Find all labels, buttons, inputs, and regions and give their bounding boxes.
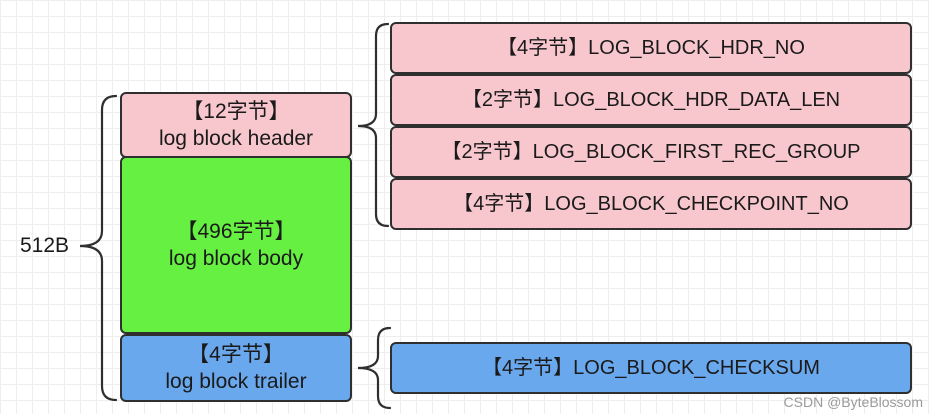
log-block-trailer-size: 【4字节】 xyxy=(188,342,284,366)
header-field-hdr-no: 【4字节】LOG_BLOCK_HDR_NO xyxy=(390,22,912,74)
header-field-first-rec-group: 【2字节】LOG_BLOCK_FIRST_REC_GROUP xyxy=(390,126,912,178)
log-block-header-name: log block header xyxy=(158,127,314,150)
header-field-label: 【4字节】LOG_BLOCK_HDR_NO xyxy=(497,37,805,59)
total-size-brace xyxy=(79,94,118,402)
log-block-trailer: 【4字节】 log block trailer xyxy=(120,334,352,402)
header-fields-brace xyxy=(357,22,390,228)
watermark: CSDN @ByteBlossom xyxy=(783,394,923,410)
log-block-body-name: log block body xyxy=(168,247,304,270)
log-block-trailer-name: log block trailer xyxy=(165,370,307,393)
log-block-body-size: 【496字节】 xyxy=(176,219,296,243)
header-field-checkpoint-no: 【4字节】LOG_BLOCK_CHECKPOINT_NO xyxy=(390,178,912,230)
trailer-field-label: 【4字节】LOG_BLOCK_CHECKSUM xyxy=(482,357,820,379)
header-field-label: 【4字节】LOG_BLOCK_CHECKPOINT_NO xyxy=(453,193,849,215)
log-block-header-size: 【12字节】 xyxy=(182,99,290,123)
total-size-label: 512B xyxy=(20,234,70,257)
log-block-header: 【12字节】 log block header xyxy=(120,92,352,158)
header-field-hdr-data-len: 【2字节】LOG_BLOCK_HDR_DATA_LEN xyxy=(390,74,912,126)
trailer-field-checksum: 【4字节】LOG_BLOCK_CHECKSUM xyxy=(390,342,912,394)
trailer-fields-brace xyxy=(357,326,392,410)
log-block-body: 【496字节】 log block body xyxy=(120,156,352,334)
header-field-label: 【2字节】LOG_BLOCK_HDR_DATA_LEN xyxy=(461,89,841,111)
header-field-label: 【2字节】LOG_BLOCK_FIRST_REC_GROUP xyxy=(441,141,861,163)
